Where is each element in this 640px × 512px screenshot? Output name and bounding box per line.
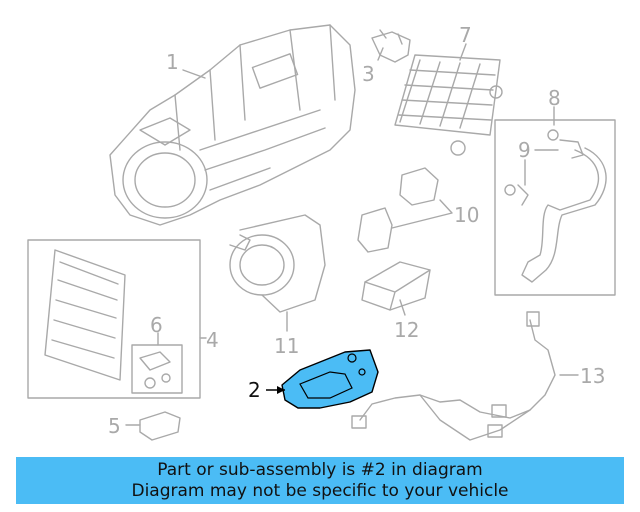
kit-box-part-6 [131,344,183,394]
callout-6: 6 [150,313,163,337]
callout-12: 12 [394,318,420,342]
actuator-part-10 [357,167,439,253]
callout-13: 13 [580,364,606,388]
heater-core-part-7 [394,54,503,156]
callout-3: 3 [362,62,375,86]
callout-9: 9 [518,138,531,162]
evaporator-part-4 [44,249,126,381]
banner-line-1: Part or sub-assembly is #2 in diagram [157,460,483,480]
kit-box-part-8 [494,119,616,296]
callout-4: 4 [206,328,219,352]
valve-part-6 [139,351,171,389]
hose-part-9 [504,129,607,283]
callout-10: 10 [454,203,480,227]
blower-motor-part-11 [229,214,326,313]
module-part-12 [361,261,431,311]
callout-7: 7 [459,23,472,47]
callout-1: 1 [166,50,179,74]
hvac-housing-part-1 [109,24,356,226]
wiring-harness-part-13 [351,311,556,441]
valve-part-5 [139,411,181,441]
callout-2: 2 [248,378,261,402]
highlighted-part-2 [266,349,379,409]
callout-11: 11 [274,334,300,358]
callout-5: 5 [108,414,121,438]
kit-box-part-4 [27,239,201,399]
callout-8: 8 [548,86,561,110]
info-banner: Part or sub-assembly is #2 in diagram Di… [16,457,624,504]
banner-line-2: Diagram may not be specific to your vehi… [131,481,509,501]
parts-diagram [27,24,616,441]
sensor-part-3 [371,29,411,63]
